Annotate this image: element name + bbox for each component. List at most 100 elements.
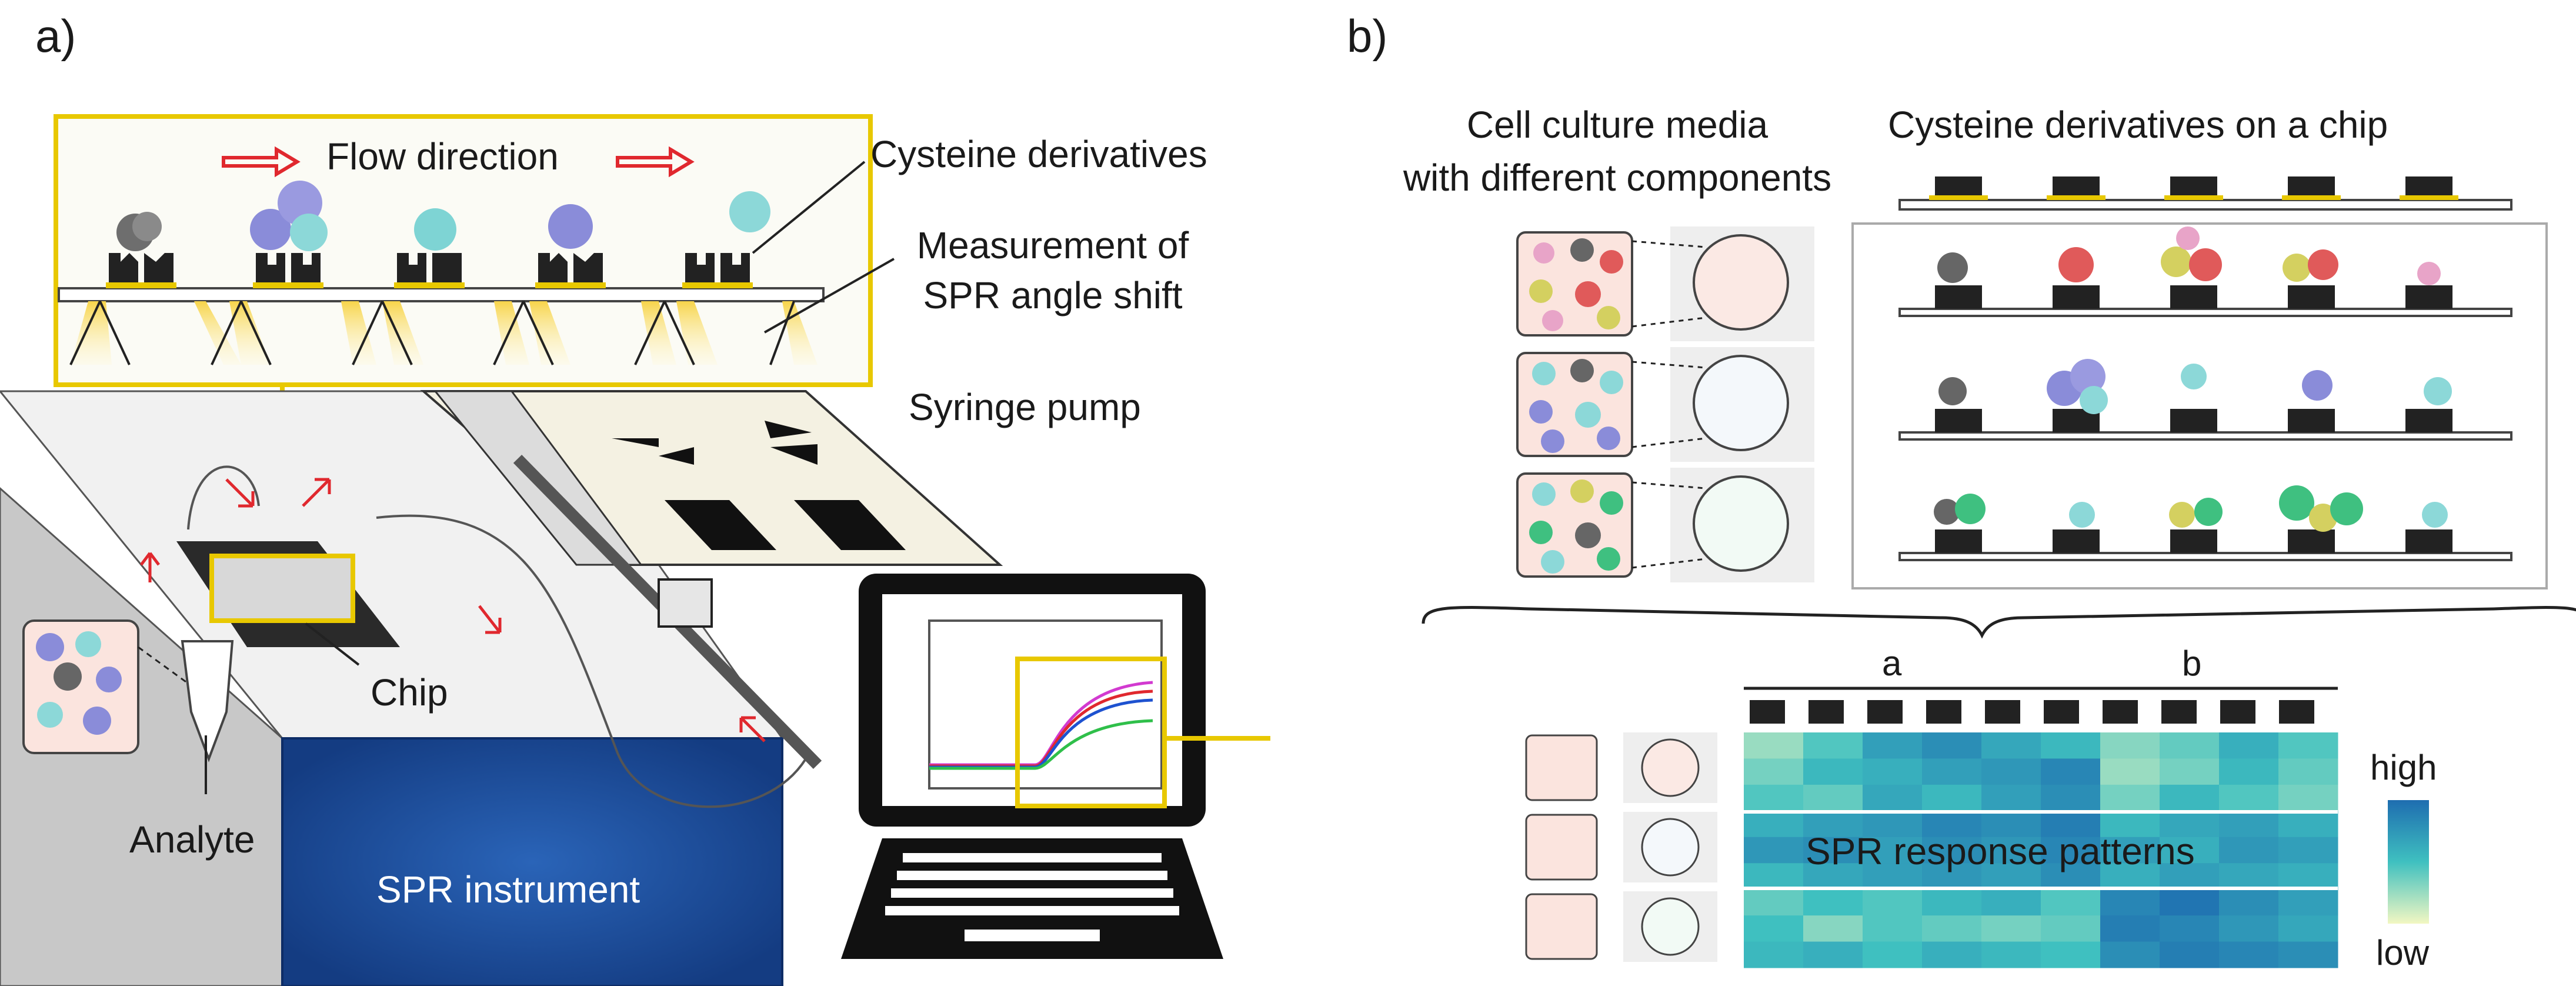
media-row-2 (1516, 347, 1814, 462)
heatmap-cell (1922, 863, 1982, 890)
heatmap-cell (2041, 732, 2101, 759)
heatmap-cell (1803, 811, 1863, 838)
heatmap-cell (1744, 811, 1804, 838)
heatmap-cell (2041, 758, 2101, 785)
leader-line-measurement (764, 258, 895, 334)
heatmap-cell (1922, 915, 1982, 942)
heatmap-cell (1922, 811, 1982, 838)
heatmap-cell (1803, 863, 1863, 890)
chip-header-surface (1898, 199, 2512, 211)
heatmap-cell (2160, 758, 2220, 785)
heatmap-cell (1744, 941, 1804, 968)
surface-detail-box (54, 114, 873, 387)
legend-high-label: high (2370, 748, 2437, 787)
sensorgram-curves (929, 681, 1153, 770)
heatmap-cell (2219, 811, 2279, 838)
measurement-label-line2: SPR angle shift (923, 274, 1183, 317)
media-row-3 (1516, 468, 1814, 582)
media-row-1 (1516, 226, 1814, 341)
syringe-clamp (658, 578, 713, 628)
analyte-proteins (36, 631, 122, 735)
legend-low-label: low (2376, 933, 2430, 972)
chip-row-3 (1898, 485, 2512, 561)
heatmap-cell (1863, 758, 1923, 785)
heatmap-cell (2100, 941, 2160, 968)
heatmap-cell (1744, 915, 1804, 942)
heatmap-cell (2219, 941, 2279, 968)
syringe-pump-label: Syringe pump (909, 386, 1141, 428)
chip-header-label: Cysteine derivatives on a chip (1888, 104, 2388, 146)
heatmap-cell (1744, 889, 1804, 916)
heatmap-cell (2278, 863, 2338, 890)
heatmap-cell (1863, 811, 1923, 838)
heatmap-cell (2100, 837, 2160, 864)
panel-a (0, 114, 1270, 986)
heatmap-cell (2160, 941, 2220, 968)
heatmap-cell (2100, 758, 2160, 785)
heatmap-cell (1981, 941, 2041, 968)
heatmap-cell (2219, 732, 2279, 759)
heatmap-cell (2219, 837, 2279, 864)
heatmap-cell (2160, 915, 2220, 942)
heatmap-cell (1981, 915, 2041, 942)
heatmap-cell (1922, 784, 1982, 811)
pump-button-1 (612, 438, 659, 447)
heatmap-legend-bar (2388, 800, 2429, 924)
chip-highlight (209, 554, 355, 623)
heatmap-cell (1981, 784, 2041, 811)
flow-arrow-left (222, 146, 301, 178)
heatmap-cell (1922, 732, 1982, 759)
heatmap-cell (1981, 837, 2041, 864)
heatmap-cell (2219, 758, 2279, 785)
heatmap-cell (2160, 889, 2220, 916)
heatmap-cell (2041, 915, 2101, 942)
chip-label: Chip (371, 671, 448, 714)
heatmap-cell (1803, 941, 1863, 968)
heatmap-cell (1803, 889, 1863, 916)
chip-leader (305, 622, 360, 666)
flow-arrows-red (140, 478, 766, 742)
analyte-label: Analyte (129, 818, 255, 861)
heatmap-cell (1803, 758, 1863, 785)
heatmap-cell (2160, 863, 2220, 890)
heatmap-cell (1981, 732, 2041, 759)
flow-direction-label: Flow direction (326, 135, 559, 178)
spr-response-patterns-label: SPR response patterns (1806, 830, 2195, 872)
pump-button-4 (770, 444, 817, 465)
heatmap-well-icons (1750, 700, 2314, 724)
heatmap-cell (1744, 863, 1804, 890)
heatmap-cell (2278, 732, 2338, 759)
heatmap-cell (2100, 863, 2160, 890)
chip-row-1 (1898, 226, 2512, 317)
heatmap-cell (2100, 915, 2160, 942)
heatmap-cell (1744, 758, 1804, 785)
laptop-keys (885, 853, 1179, 941)
heatmap-cell (1744, 784, 1804, 811)
heatmap-cell (2160, 811, 2220, 838)
heatmap-cell (2100, 784, 2160, 811)
heatmap-cell (1922, 889, 1982, 916)
heatmap-cell (1863, 941, 1923, 968)
tubing-2 (187, 465, 260, 530)
pump-pad-1 (665, 500, 776, 550)
heatmap-cell (1803, 732, 1863, 759)
heatmap-cell (1803, 784, 1863, 811)
heatmap-cell (2041, 863, 2101, 890)
laptop-keyboard (841, 838, 1223, 959)
heatmap-cell (2041, 837, 2101, 864)
heatmap-cell (1922, 941, 1982, 968)
heatmap-cell (1863, 784, 1923, 811)
heatmap-cell (1922, 758, 1982, 785)
heatmap-cell (2100, 811, 2160, 838)
spr-instrument-label: SPR instrument (376, 868, 640, 911)
heatmap-cell (1981, 863, 2041, 890)
heatmap-cell (1863, 915, 1923, 942)
pump-button-3 (659, 447, 694, 465)
heatmap-cell (2278, 784, 2338, 811)
heatmap-cell (2041, 784, 2101, 811)
heatmap-cell (1863, 732, 1923, 759)
heatmap-cell (2160, 837, 2220, 864)
heatmap-cell (1803, 837, 1863, 864)
group-b-label: b (2182, 644, 2202, 683)
heatmap-cell (2100, 889, 2160, 916)
